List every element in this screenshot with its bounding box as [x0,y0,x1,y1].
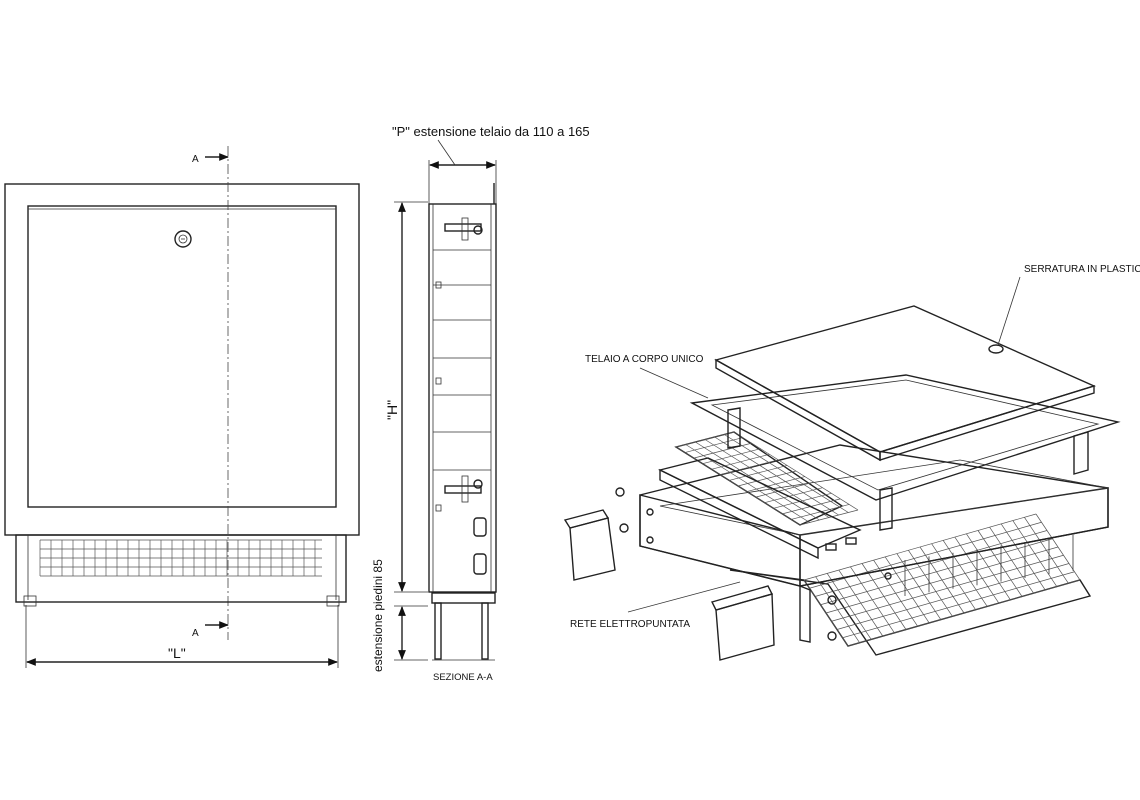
right-side-bracket [710,585,775,661]
bracket-top [444,217,483,241]
main-box [639,444,1109,643]
section-mark-top: A [192,154,199,165]
wing-nuts [615,487,837,641]
crossbar [657,457,862,560]
width-dimension-label: "L" [168,645,186,661]
left-side-bracket [563,509,616,581]
lock-icon [174,230,192,248]
section-mark-bottom: A [192,628,199,639]
front-view: A A "L" [4,146,360,668]
section-rails [433,249,491,512]
outer-frame [4,183,360,536]
exploded-view: SERRATURA IN PLASTICA TELAIO A CORPO UNI… [563,264,1140,661]
mesh-callout: RETE ELETTROPUNTATA [570,619,690,630]
lock-icon [988,344,1004,354]
section-view: "P" estensione telaio da 110 a 165 SEZIO… [371,124,590,683]
feet-dimension-label: estensione piedini 85 [371,559,385,672]
bottom-mesh [729,513,1092,656]
frame-callout: TELAIO A CORPO UNICO [585,354,704,365]
depth-dimension-label: "P" estensione telaio da 110 a 165 [392,124,590,139]
door [714,305,1096,462]
door-panel [27,205,337,508]
front-mesh [39,539,322,577]
bracket-bottom [444,475,483,503]
height-dimension-label: "H" [384,400,400,420]
frame [689,374,1121,531]
lock-callout: SERRATURA IN PLASTICA [1024,264,1140,275]
section-title: SEZIONE A-A [433,672,493,683]
